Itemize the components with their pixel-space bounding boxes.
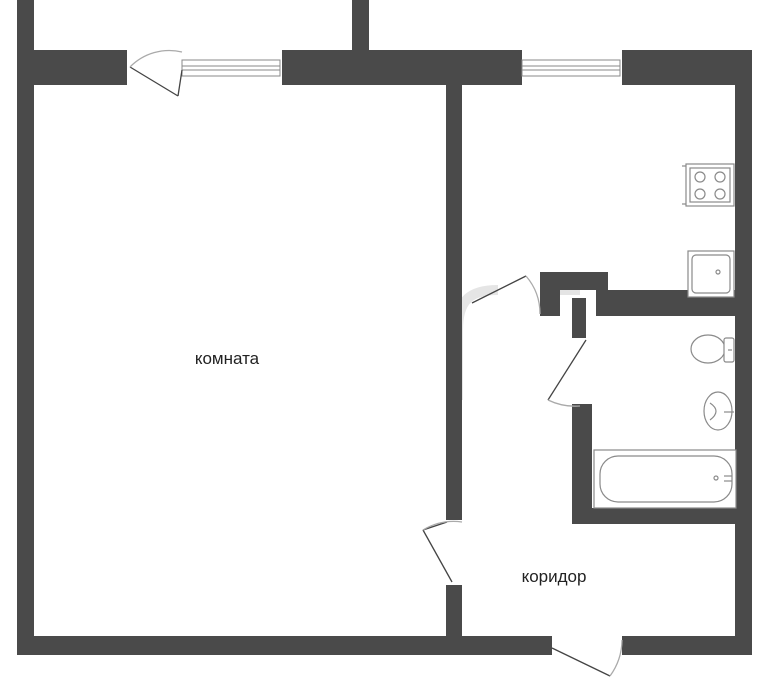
outer-walls <box>17 50 752 655</box>
top-neighbour-walls <box>17 0 369 52</box>
sink-icon <box>687 250 735 298</box>
door-kitchen <box>471 275 541 315</box>
washbasin-icon <box>703 391 734 431</box>
stove-icon <box>682 163 735 207</box>
room-label-corridor: коридор <box>522 567 587 586</box>
bathtub-icon <box>593 449 737 509</box>
window-kitchen <box>521 59 621 77</box>
door-bathroom <box>547 339 587 407</box>
door-entrance <box>551 639 623 677</box>
toilet-icon <box>690 334 735 364</box>
door-balcony <box>129 49 183 97</box>
door-room <box>422 520 463 583</box>
doors <box>129 49 623 677</box>
interior-walls <box>446 85 736 640</box>
windows <box>181 59 621 77</box>
watermark <box>453 285 580 400</box>
room-label-room: комната <box>195 349 260 368</box>
window-room <box>181 59 281 77</box>
